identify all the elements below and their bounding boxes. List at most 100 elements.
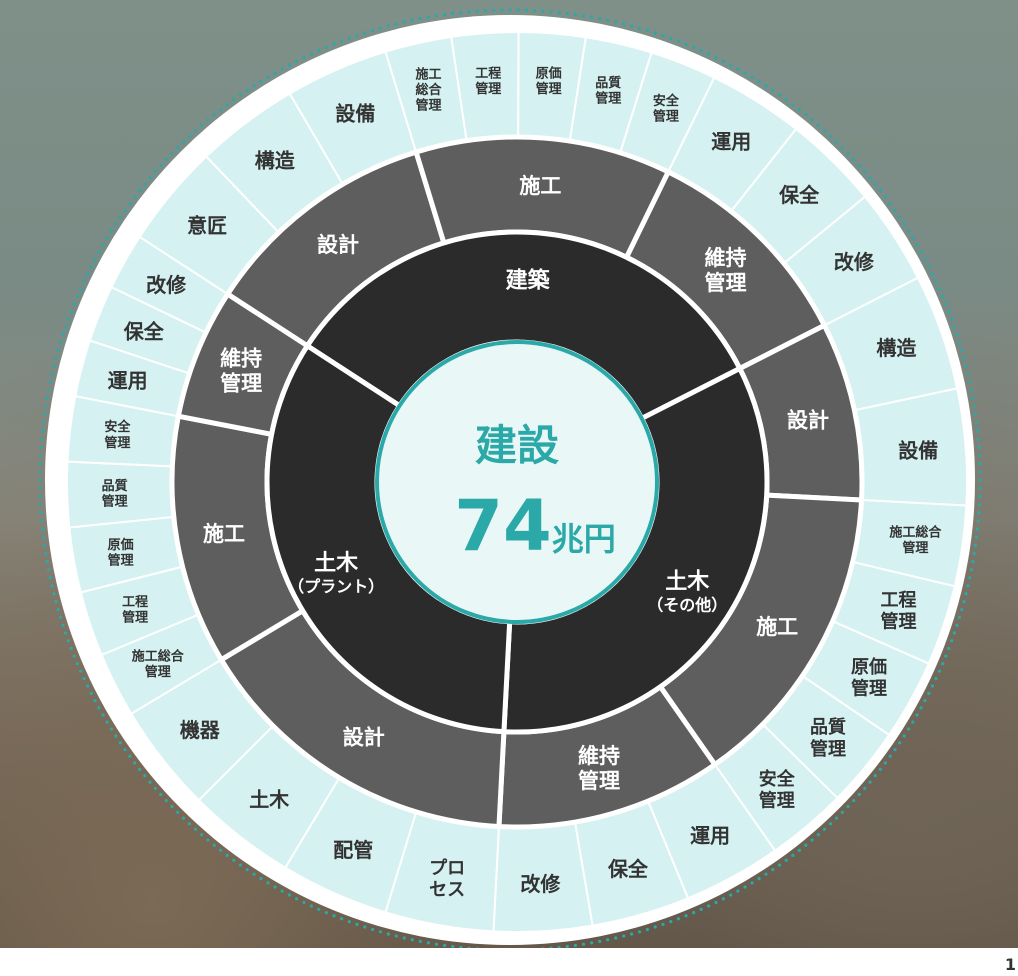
ring-dot [952, 325, 956, 329]
item-label: 機器 [180, 718, 221, 742]
ring-dot [193, 129, 198, 133]
ring-dot [42, 412, 47, 417]
dotted-outer-ring [38, 8, 982, 948]
ring-dot [138, 767, 142, 771]
ring-dot [101, 243, 105, 247]
ring-dot [930, 272, 935, 276]
ring-dot [287, 893, 291, 897]
ring-dot [863, 786, 867, 790]
ring-dot [816, 833, 820, 837]
ring-dot [105, 236, 109, 240]
ring-dot [541, 947, 545, 948]
item-label: 改修 [520, 872, 561, 896]
ring-dot [442, 12, 447, 17]
ring-dot [653, 925, 657, 929]
item-label: 安全管理 [759, 768, 796, 812]
center-value: 74兆円 [454, 485, 615, 567]
ring-dot [39, 511, 43, 515]
ring-dot [637, 930, 642, 934]
ring-dot [707, 52, 711, 56]
ring-dot [557, 945, 561, 948]
ring-dot [370, 927, 375, 932]
item-label: 品質管理 [102, 478, 128, 510]
ring-dot [426, 941, 430, 945]
ring-dot [977, 511, 981, 515]
ring-dot [128, 754, 132, 758]
phase-label: 設計 [343, 726, 385, 750]
ring-dot [676, 39, 681, 43]
ring-dot [975, 429, 980, 433]
ring-dot [225, 103, 229, 107]
ring-dot [822, 129, 827, 133]
ring-dot [902, 734, 906, 738]
ring-dot [962, 600, 966, 604]
ring-dot [645, 28, 650, 33]
ring-dot [676, 917, 681, 921]
ring-dot [883, 195, 887, 199]
ring-dot [966, 584, 970, 588]
ring-dot [41, 535, 46, 539]
ring-dot [978, 486, 982, 490]
ring-dot [114, 222, 118, 226]
ring-dot [888, 202, 892, 206]
ring-dot [645, 927, 650, 932]
item-label: 安全管理 [104, 419, 131, 451]
ring-dot [475, 947, 479, 948]
ring-dot [45, 560, 49, 564]
item-label: 意匠 [187, 213, 227, 237]
item-label: 構造 [255, 149, 296, 173]
ring-dot [977, 502, 981, 507]
ring-dot [317, 907, 321, 911]
ring-dot [212, 843, 216, 847]
ring-dot [614, 20, 618, 24]
ring-dot [969, 568, 973, 572]
ring-dot [133, 761, 137, 765]
ring-dot [868, 780, 872, 784]
item-label: 改修 [834, 250, 875, 274]
ring-dot [573, 943, 578, 948]
phase-label: 設計 [787, 409, 829, 433]
ring-dot [888, 754, 892, 758]
ring-dot [317, 49, 321, 53]
ring-dot [47, 388, 51, 392]
ring-dot [378, 930, 383, 934]
ring-dot [565, 944, 569, 948]
ring-dot [40, 437, 44, 441]
ring-dot [193, 827, 198, 831]
ring-dot [72, 302, 76, 306]
ring-dot [857, 163, 861, 168]
ring-dot [38, 478, 42, 482]
ring-dot [969, 388, 973, 392]
ring-dot [259, 79, 263, 84]
center-border [375, 340, 659, 624]
ring-dot [669, 36, 673, 40]
ring-dot [598, 17, 602, 21]
ring-dot [637, 26, 642, 30]
ring-dot [962, 356, 966, 360]
ring-dot [927, 265, 931, 269]
ring-dot [434, 14, 439, 18]
ring-dot [573, 12, 578, 17]
ring-dot [500, 8, 504, 12]
ring-dot [669, 920, 673, 924]
ring-dot [911, 720, 915, 724]
ring-dot [661, 34, 665, 38]
ring-dot [797, 848, 801, 852]
ring-dot [93, 699, 97, 703]
ring-dot [630, 24, 634, 28]
ring-dot [332, 42, 336, 46]
ring-dot [159, 792, 163, 797]
ring-dot [206, 118, 210, 122]
ring-dot [355, 34, 359, 38]
ring-dot [451, 11, 455, 16]
ring-dot [386, 24, 390, 28]
ring-dot [232, 98, 236, 102]
ring-dot [834, 140, 839, 144]
ring-dot [915, 243, 919, 247]
ring-dot [906, 229, 911, 233]
ring-dot [598, 939, 602, 943]
ring-dot [898, 741, 902, 745]
item-label: 運用 [711, 129, 751, 153]
ring-dot [148, 176, 152, 180]
ring-dot [82, 279, 86, 283]
